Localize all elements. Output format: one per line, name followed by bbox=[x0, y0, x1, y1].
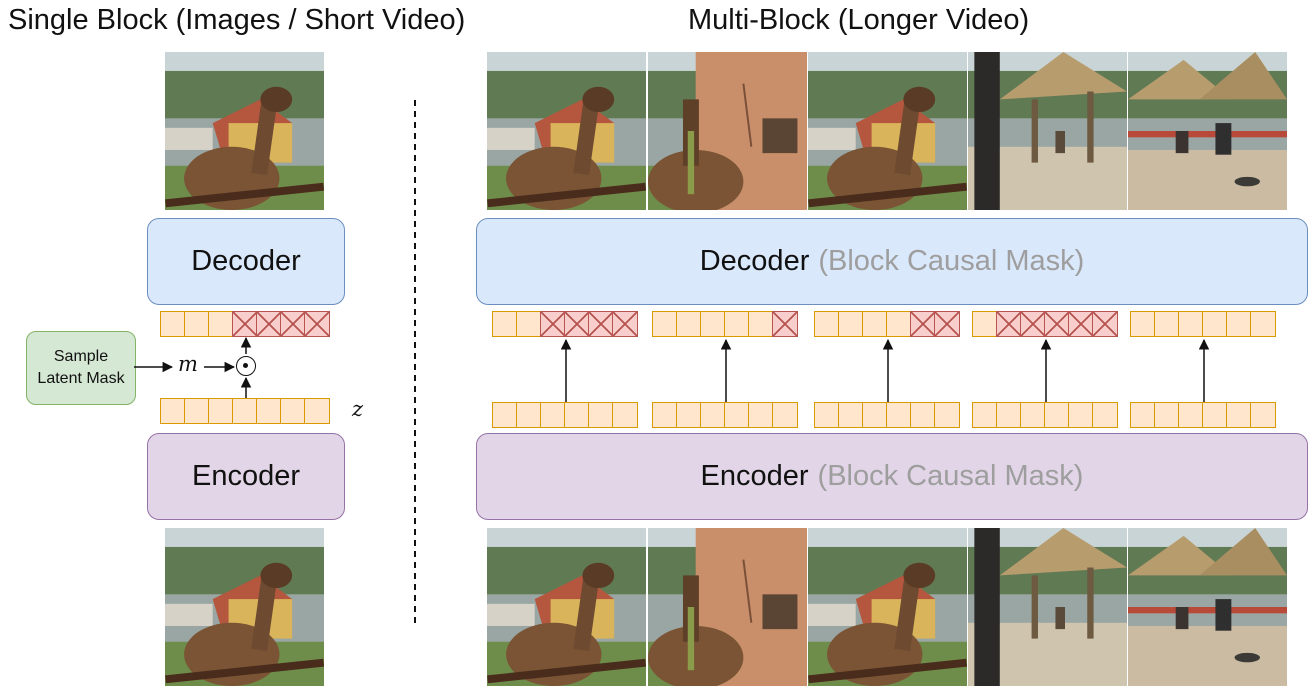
left-input-image-bottom bbox=[165, 528, 324, 686]
input-frame-2 bbox=[648, 528, 807, 686]
left-decoder-masked-token bbox=[256, 311, 282, 337]
block-4-encoder-token bbox=[1092, 402, 1118, 428]
left-encoder-box: Encoder bbox=[147, 433, 345, 520]
block-5-encoder-tokens bbox=[1130, 402, 1276, 428]
block-1-decoder-masked-token bbox=[612, 311, 638, 337]
left-decoder-token bbox=[184, 311, 210, 337]
block-1-decoder-tokens bbox=[492, 311, 638, 337]
block-1-encoder-token bbox=[588, 402, 614, 428]
block-4-encoder-tokens bbox=[972, 402, 1118, 428]
block-2-encoder-token bbox=[772, 402, 798, 428]
input-frame-4 bbox=[968, 528, 1127, 686]
block-2-encoder-token bbox=[700, 402, 726, 428]
block-4-encoder-token bbox=[996, 402, 1022, 428]
right-decoder-label: Decoder bbox=[699, 245, 810, 277]
block-4-encoder-token bbox=[1068, 402, 1094, 428]
left-encoder-token bbox=[184, 398, 210, 424]
block-4-encoder-token bbox=[1044, 402, 1070, 428]
block-3-decoder-token bbox=[862, 311, 888, 337]
input-frame-5 bbox=[1128, 528, 1287, 686]
left-input-image-top bbox=[165, 52, 324, 210]
block-3-decoder-tokens bbox=[814, 311, 960, 337]
block-4-encoder-token bbox=[1020, 402, 1046, 428]
block-2-decoder-tokens bbox=[652, 311, 798, 337]
block-4-decoder-masked-token bbox=[1044, 311, 1070, 337]
block-5-encoder-token bbox=[1130, 402, 1156, 428]
input-frame-1 bbox=[487, 528, 646, 686]
block-3-decoder-masked-token bbox=[910, 311, 936, 337]
block-2-encoder-token bbox=[724, 402, 750, 428]
left-encoder-token bbox=[304, 398, 330, 424]
block-1-encoder-token bbox=[612, 402, 638, 428]
block-5-decoder-token bbox=[1250, 311, 1276, 337]
block-5-decoder-token bbox=[1202, 311, 1228, 337]
right-decoder-box: Decoder (Block Causal Mask) bbox=[476, 218, 1308, 305]
left-decoder-box: Decoder bbox=[147, 218, 345, 305]
right-title: Multi-Block (Longer Video) bbox=[688, 4, 1030, 36]
left-encoder-token bbox=[256, 398, 282, 424]
block-5-encoder-token bbox=[1250, 402, 1276, 428]
block-4-decoder-masked-token bbox=[1068, 311, 1094, 337]
input-frame-3 bbox=[808, 528, 967, 686]
sample-label-line2: Latent Mask bbox=[37, 370, 125, 387]
left-decoder-token bbox=[208, 311, 234, 337]
sample-label-line1: Sample bbox=[53, 348, 109, 365]
output-frame-4 bbox=[968, 52, 1127, 210]
right-decoder-suffix: (Block Causal Mask) bbox=[818, 245, 1085, 277]
elementwise-product-icon bbox=[236, 356, 256, 376]
block-1-encoder-token bbox=[516, 402, 542, 428]
block-2-encoder-tokens bbox=[652, 402, 798, 428]
left-encoder-token bbox=[208, 398, 234, 424]
block-1-decoder-masked-token bbox=[540, 311, 566, 337]
block-5-encoder-token bbox=[1178, 402, 1204, 428]
left-decoder-masked-token bbox=[304, 311, 330, 337]
block-4-decoder-masked-token bbox=[996, 311, 1022, 337]
block-5-decoder-token bbox=[1154, 311, 1180, 337]
block-4-encoder-token bbox=[972, 402, 998, 428]
sample-latent-mask-box: Sample Latent Mask bbox=[26, 331, 136, 405]
left-decoder-masked-token bbox=[280, 311, 306, 337]
block-3-decoder-token bbox=[838, 311, 864, 337]
block-4-decoder-token bbox=[972, 311, 998, 337]
block-2-decoder-token bbox=[652, 311, 678, 337]
block-1-decoder-masked-token bbox=[588, 311, 614, 337]
latent-symbol-z: z bbox=[352, 397, 364, 421]
block-5-decoder-token bbox=[1226, 311, 1252, 337]
block-1-decoder-masked-token bbox=[564, 311, 590, 337]
output-frame-2 bbox=[648, 52, 807, 210]
block-5-encoder-token bbox=[1202, 402, 1228, 428]
block-5-decoder-tokens bbox=[1130, 311, 1276, 337]
left-title: Single Block (Images / Short Video) bbox=[8, 4, 466, 36]
block-3-decoder-masked-token bbox=[934, 311, 960, 337]
output-frame-3 bbox=[808, 52, 967, 210]
right-encoder-box: Encoder (Block Causal Mask) bbox=[476, 433, 1308, 520]
block-3-encoder-token bbox=[934, 402, 960, 428]
block-4-decoder-masked-token bbox=[1020, 311, 1046, 337]
block-3-encoder-token bbox=[910, 402, 936, 428]
left-decoder-token bbox=[160, 311, 186, 337]
block-3-encoder-tokens bbox=[814, 402, 960, 428]
left-encoder-token bbox=[160, 398, 186, 424]
mask-symbol-m: m bbox=[178, 352, 198, 376]
left-encoder-tokens bbox=[160, 398, 330, 424]
block-4-decoder-masked-token bbox=[1092, 311, 1118, 337]
right-encoder-label: Encoder bbox=[700, 460, 809, 492]
left-decoder-label: Decoder bbox=[191, 245, 301, 277]
output-frame-1 bbox=[487, 52, 646, 210]
left-decoder-tokens bbox=[160, 311, 330, 337]
block-3-encoder-token bbox=[814, 402, 840, 428]
left-decoder-masked-token bbox=[232, 311, 258, 337]
block-4-decoder-tokens bbox=[972, 311, 1118, 337]
block-1-encoder-tokens bbox=[492, 402, 638, 428]
block-2-decoder-token bbox=[748, 311, 774, 337]
right-encoder-suffix: (Block Causal Mask) bbox=[817, 460, 1084, 492]
block-1-decoder-token bbox=[516, 311, 542, 337]
left-encoder-label: Encoder bbox=[191, 460, 300, 492]
block-2-decoder-masked-token bbox=[772, 311, 798, 337]
block-5-decoder-token bbox=[1130, 311, 1156, 337]
block-5-encoder-token bbox=[1226, 402, 1252, 428]
output-frame-5 bbox=[1128, 52, 1287, 210]
